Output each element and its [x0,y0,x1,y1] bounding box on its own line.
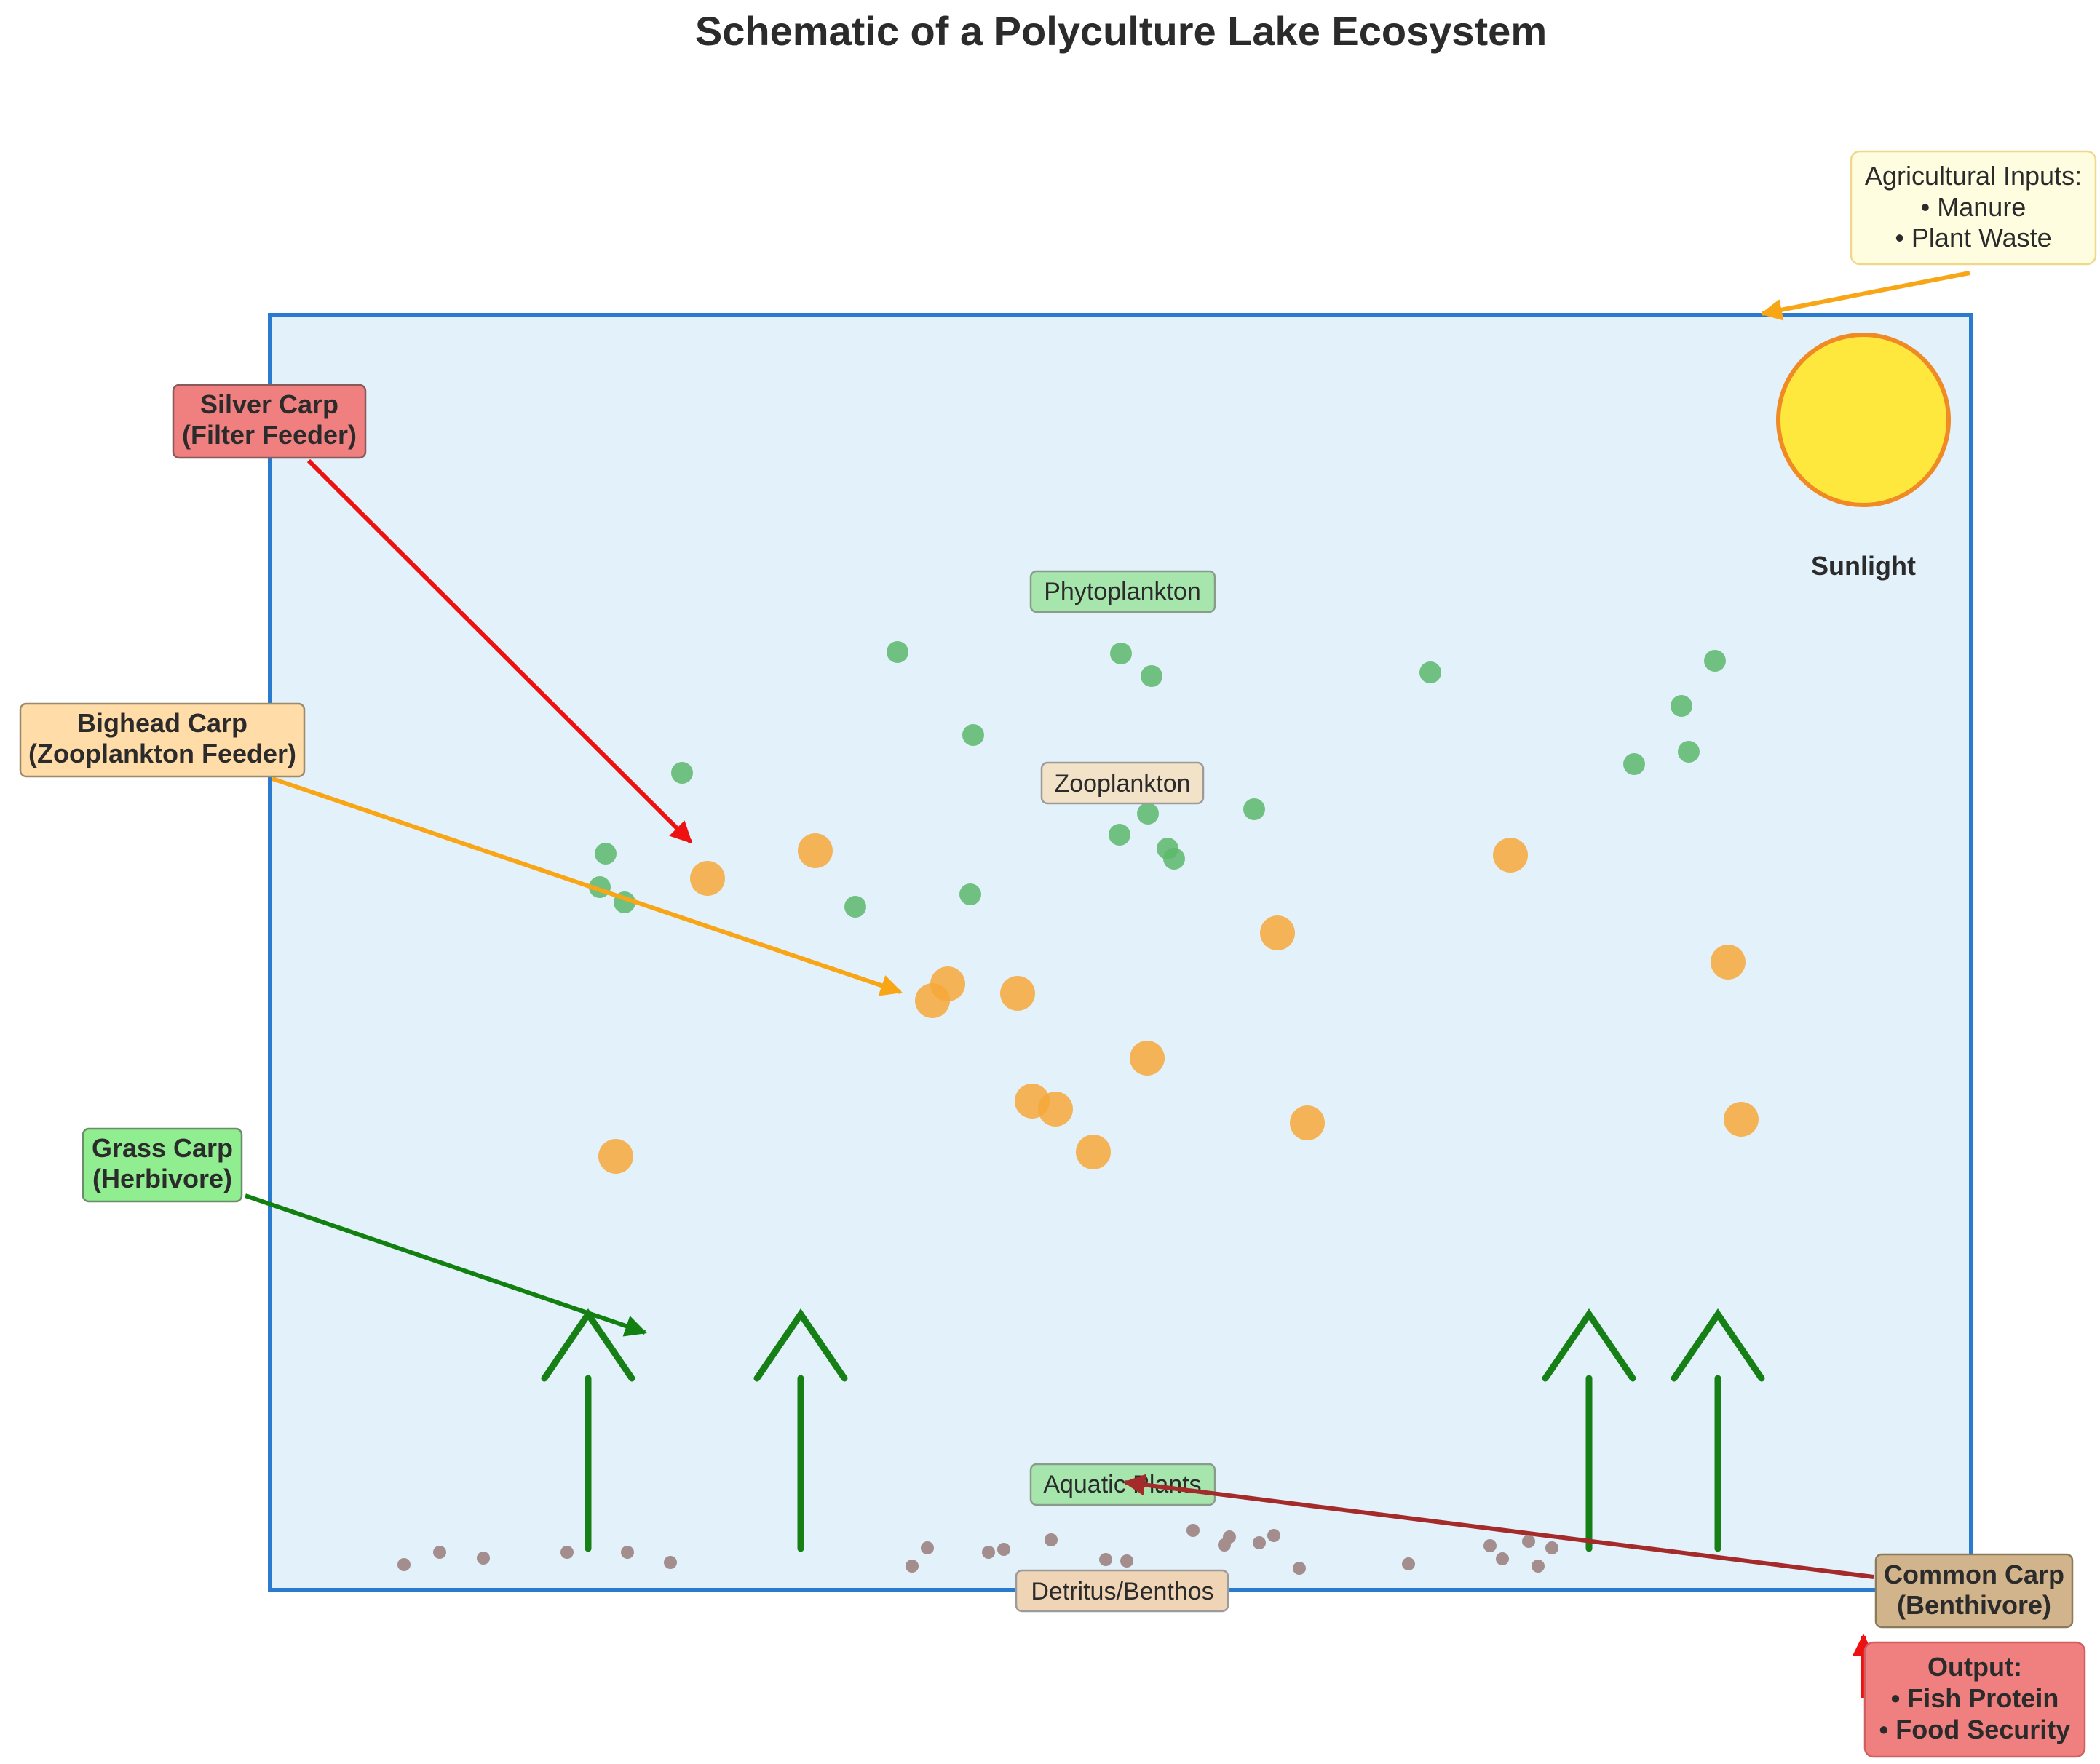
detritus-dot [1293,1562,1306,1575]
svg-text:(Benthivore): (Benthivore) [1897,1590,2051,1620]
zooplankton-dots [598,833,1759,1174]
phytoplankton-dot [959,883,981,905]
grass-carp-arrow [245,1193,647,1337]
zooplankton-dot [690,861,725,896]
svg-text:Agricultural Inputs:: Agricultural Inputs: [1865,161,2082,191]
phytoplankton-dot [887,641,908,663]
phytoplankton-dot [1419,662,1441,683]
svg-text:Zooplankton: Zooplankton [1054,770,1190,798]
phytoplankton-label: Phytoplankton [1029,570,1216,613]
sun: Sunlight [1776,333,1951,581]
zooplankton-dot [798,833,833,868]
phytoplankton-dot [1110,643,1132,664]
zooplankton-dot [1076,1135,1111,1169]
silver-carp-label: Silver Carp (Filter Feeder) [172,384,367,459]
plant-icon [1542,1308,1636,1552]
phytoplankton-dot [671,762,693,784]
detritus-dot [1483,1539,1497,1552]
diagram-title: Schematic of a Polyculture Lake Ecosyste… [695,8,1547,54]
plant-icon [1671,1308,1765,1552]
phytoplankton-dot [1671,695,1692,717]
detritus-dot [1120,1554,1133,1568]
detritus-dot [1253,1536,1266,1549]
detritus-dot [921,1541,934,1554]
detritus-dot [664,1556,677,1569]
output-box: Output: • Fish Protein • Food Security [1863,1641,2086,1758]
sun-icon [1776,333,1951,507]
svg-text:Detritus/Benthos: Detritus/Benthos [1031,1578,1213,1605]
phytoplankton-dot [1704,650,1726,672]
phytoplankton-dot [1109,824,1130,846]
zooplankton-dot [1260,915,1295,950]
detritus-dot [1545,1541,1558,1554]
detritus-dot [477,1552,490,1565]
svg-text:• Manure: • Manure [1921,192,2026,222]
phytoplankton-dot [1137,803,1159,825]
detritus-dots [397,1524,1558,1575]
zooplankton-label: Zooplankton [1040,761,1205,805]
detritus-dot [1045,1533,1058,1546]
detritus-dot [1186,1524,1200,1537]
zooplankton-dot [1493,838,1528,873]
detritus-dot [1496,1552,1509,1565]
zooplankton-dot [915,983,950,1018]
svg-text:Silver Carp: Silver Carp [200,389,338,419]
svg-text:• Plant Waste: • Plant Waste [1895,223,2051,253]
detritus-dot [1099,1553,1112,1566]
phytoplankton-dot [962,724,984,746]
svg-text:Phytoplankton: Phytoplankton [1044,578,1201,605]
svg-text:(Filter Feeder): (Filter Feeder) [182,420,357,450]
sun-label: Sunlight [1811,551,1916,581]
phytoplankton-dot [1678,741,1700,763]
svg-text:(Zooplankton Feeder): (Zooplankton Feeder) [28,739,296,768]
detritus-label: Detritus/Benthos [1015,1569,1229,1613]
inputs-arrow [1760,271,1970,321]
svg-text:(Herbivore): (Herbivore) [92,1164,232,1193]
zooplankton-dot [1130,1041,1165,1076]
zooplankton-dot [1290,1105,1325,1140]
phytoplankton-dot [1163,848,1185,870]
detritus-dot [1223,1530,1236,1544]
svg-text:• Food Security: • Food Security [1879,1715,2071,1744]
zooplankton-dot [1000,976,1035,1011]
zooplankton-dot [1038,1092,1073,1127]
detritus-dot [433,1546,446,1559]
svg-text:• Fish Protein: • Fish Protein [1891,1683,2059,1713]
phytoplankton-dot [1623,753,1645,775]
aquatic-plants-label: Aquatic Plants [1029,1463,1216,1506]
agricultural-inputs-box: Agricultural Inputs: • Manure • Plant Wa… [1850,150,2097,266]
detritus-dot [560,1546,574,1559]
detritus-dot [906,1560,919,1573]
detritus-dot [982,1546,995,1559]
zooplankton-dot [598,1139,633,1174]
phytoplankton-dots [589,641,1726,918]
detritus-dot [997,1543,1010,1556]
detritus-dot [1522,1535,1535,1548]
zooplankton-dot [1724,1102,1759,1137]
detritus-dot [1267,1529,1280,1542]
common-carp-label: Common Carp (Benthivore) [1874,1553,2074,1629]
svg-text:Grass Carp: Grass Carp [92,1133,233,1163]
lake-body [268,313,1973,1592]
phytoplankton-dot [1243,798,1265,820]
svg-text:Bighead Carp: Bighead Carp [77,708,247,738]
detritus-dot [1532,1560,1545,1573]
phytoplankton-dot [844,896,866,918]
svg-text:Aquatic Plants: Aquatic Plants [1043,1471,1201,1498]
detritus-dot [397,1558,411,1571]
phytoplankton-dot [1141,665,1162,687]
zooplankton-dot [1711,945,1746,980]
grass-carp-label: Grass Carp (Herbivore) [82,1127,243,1203]
svg-text:Common Carp: Common Carp [1884,1560,2064,1589]
common-carp-arrow [1123,1474,1874,1579]
bighead-carp-label: Bighead Carp (Zooplankton Feeder) [19,702,306,778]
phytoplankton-dot [595,843,617,865]
detritus-dot [621,1546,634,1559]
svg-text:Output:: Output: [1927,1652,2022,1682]
plant-icon [753,1308,848,1552]
bighead-carp-arrow [272,776,903,996]
silver-carp-arrow [306,458,693,844]
detritus-dot [1402,1557,1415,1570]
